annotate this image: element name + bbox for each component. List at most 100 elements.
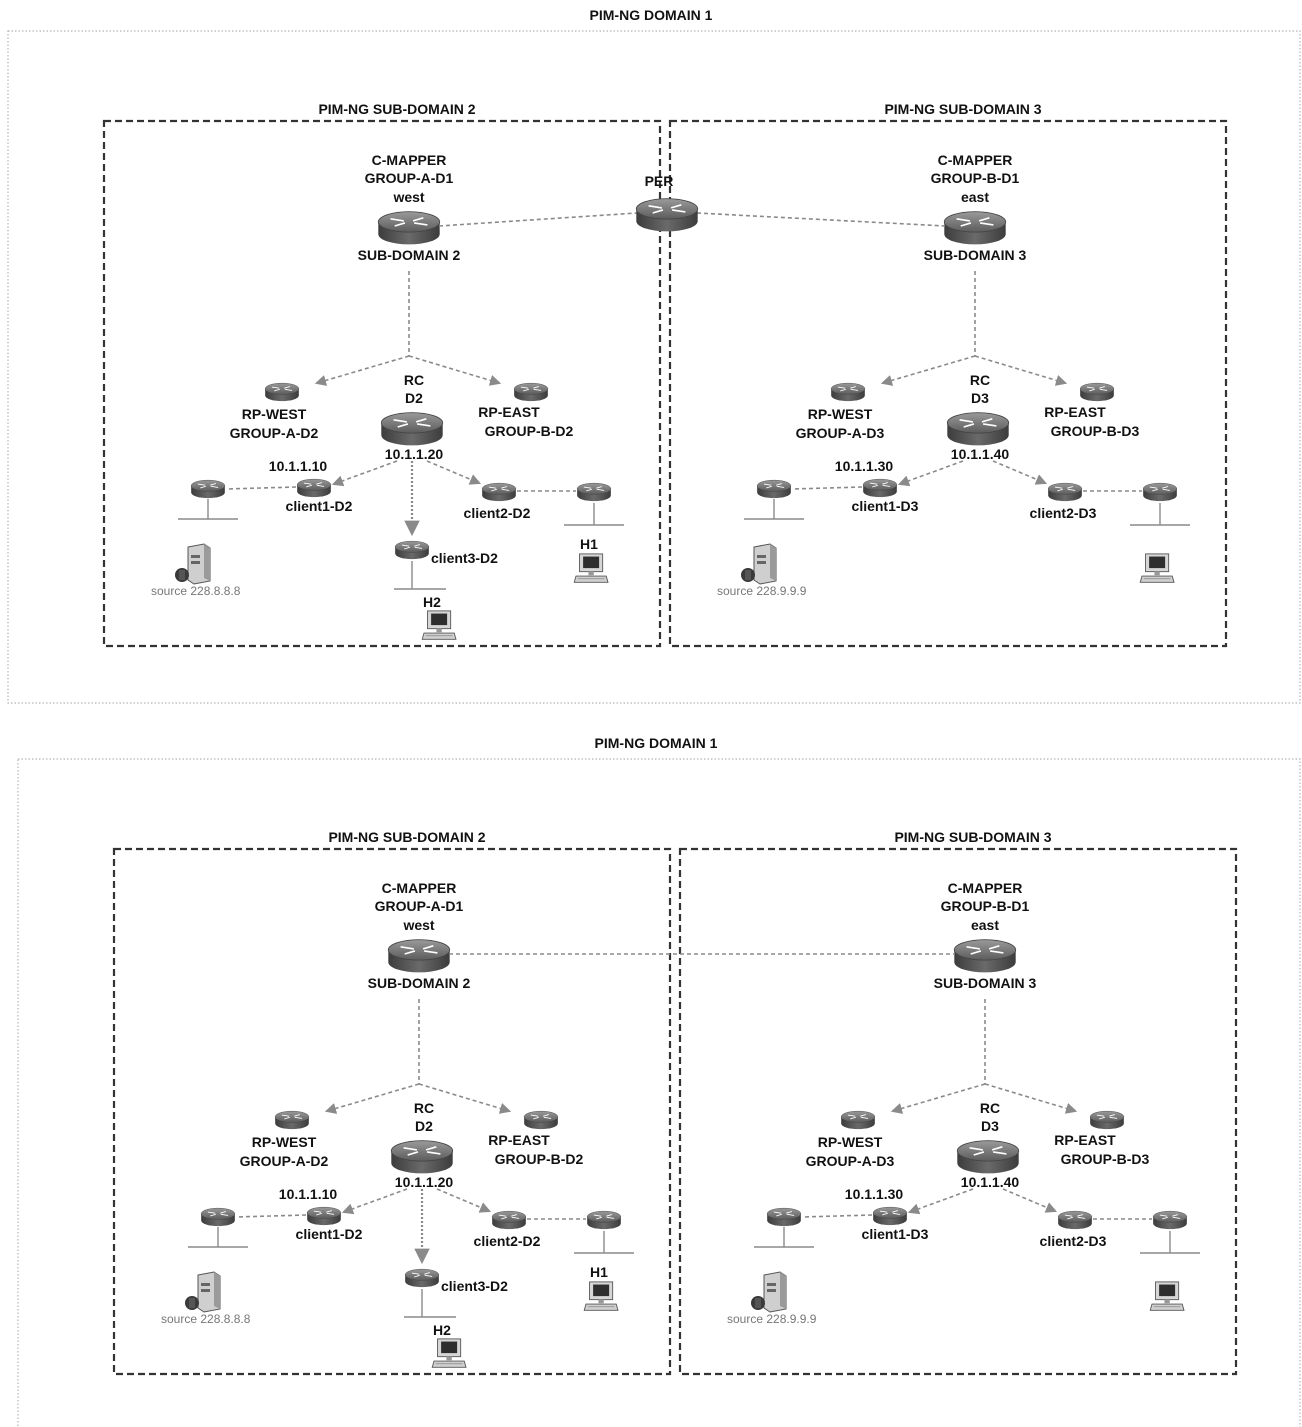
cmapper-router-icon: [387, 938, 451, 974]
subdomain-box: [102, 119, 662, 648]
source-gateway-router-icon: [200, 1207, 236, 1227]
source-gateway-router-icon: [756, 479, 792, 499]
cmapper-region-label: east: [961, 189, 989, 205]
rp-east-label: RP-EAST: [1044, 404, 1106, 420]
client1-link: [907, 1188, 974, 1215]
rc-label: RC: [404, 372, 424, 388]
rp-east-link: [408, 355, 502, 386]
client2-label: client2-D2: [464, 505, 531, 521]
client2-router-icon: [481, 482, 517, 502]
cmapper-group-label: GROUP-B-D1: [941, 898, 1030, 914]
client1-label: client1-D2: [296, 1226, 363, 1242]
cmapper-group-label: GROUP-B-D1: [931, 170, 1020, 186]
rp-east-group-label: GROUP-B-D2: [495, 1151, 584, 1167]
rp-east-link: [418, 1083, 512, 1114]
rc-router-icon: [956, 1139, 1020, 1175]
source-label: source 228.9.9.9: [717, 584, 807, 598]
source-label: source 228.9.9.9: [727, 1312, 817, 1326]
h2-computer-icon: [421, 610, 457, 640]
rc-ip-label: 10.1.1.20: [395, 1174, 454, 1190]
cmapper-per-link: [438, 212, 638, 227]
source-label: source 228.8.8.8: [151, 584, 241, 598]
h1-computer-icon: [583, 1281, 619, 1311]
per-label: PER: [645, 173, 674, 189]
rc-label: RC: [980, 1100, 1000, 1116]
client1-router-icon: [872, 1206, 908, 1226]
rp-east-label: RP-EAST: [478, 404, 540, 420]
rc-router-icon: [380, 411, 444, 447]
subdomain-title: PIM-NG SUB-DOMAIN 3: [884, 101, 1041, 117]
rc-domain-label: D2: [415, 1118, 433, 1134]
domain-title: PIM-NG DOMAIN 1: [590, 7, 713, 23]
client1-lan-link: [235, 1214, 307, 1218]
cmapper-subdomain-label: SUB-DOMAIN 3: [934, 975, 1037, 991]
client1-ip-label: 10.1.1.10: [269, 458, 328, 474]
rc-label: RC: [970, 372, 990, 388]
host-gateway-router-icon: [586, 1210, 622, 1230]
client1-ip-label: 10.1.1.30: [835, 458, 894, 474]
rp-east-label: RP-EAST: [1054, 1132, 1116, 1148]
source-server-icon: [184, 1271, 221, 1313]
h2-label: H2: [433, 1322, 451, 1338]
client2-label: client2-D3: [1030, 505, 1097, 521]
cmapper-router-icon: [953, 938, 1017, 974]
client3-router-icon: [394, 540, 430, 560]
rp-east-router-icon: [1089, 1110, 1125, 1130]
rp-east-label: RP-EAST: [488, 1132, 550, 1148]
rp-west-label: RP-WEST: [818, 1134, 883, 1150]
rc-domain-label: D3: [981, 1118, 999, 1134]
per-cmapper-link: [696, 212, 946, 227]
h1-label: H1: [580, 536, 598, 552]
cmapper-group-label: GROUP-A-D1: [375, 898, 464, 914]
rp-west-label: RP-WEST: [242, 406, 307, 422]
client2-link: [426, 460, 482, 485]
rp-east-router-icon: [523, 1110, 559, 1130]
domain-title: PIM-NG DOMAIN 1: [595, 735, 718, 751]
cmapper-subdomain-label: SUB-DOMAIN 2: [358, 247, 461, 263]
subdomain-box: [678, 847, 1238, 1376]
client1-ip-label: 10.1.1.30: [845, 1186, 904, 1202]
h1-label: H1: [590, 1264, 608, 1280]
rp-east-router-icon: [1079, 382, 1115, 402]
client1-lan-link: [225, 486, 297, 490]
subdomain-title: PIM-NG SUB-DOMAIN 3: [894, 829, 1051, 845]
subdomain-title: PIM-NG SUB-DOMAIN 2: [328, 829, 485, 845]
client3-label: client3-D2: [441, 1278, 508, 1294]
rp-west-link: [324, 1083, 420, 1114]
client1-label: client1-D3: [862, 1226, 929, 1242]
client1-router-icon: [296, 478, 332, 498]
rc-domain-label: D2: [405, 390, 423, 406]
client3-label: client3-D2: [431, 550, 498, 566]
client1-label: client1-D3: [852, 498, 919, 514]
client1-router-icon: [306, 1206, 342, 1226]
h1-computer-icon: [1139, 553, 1175, 583]
rp-west-group-label: GROUP-A-D2: [240, 1153, 329, 1169]
rc-ip-label: 10.1.1.40: [951, 446, 1010, 462]
source-label: source 228.8.8.8: [161, 1312, 251, 1326]
client1-router-icon: [862, 478, 898, 498]
client2-label: client2-D3: [1040, 1233, 1107, 1249]
cmapper-label: C-MAPPER: [938, 152, 1013, 168]
subdomain-box: [112, 847, 672, 1376]
client1-lan-link: [801, 1214, 873, 1218]
client2-link: [1002, 1188, 1058, 1213]
source-server-icon: [174, 543, 211, 585]
cmapper-subdomain-label: SUB-DOMAIN 3: [924, 247, 1027, 263]
rp-west-router-icon: [830, 382, 866, 402]
client2-link: [436, 1188, 492, 1213]
rc-router-icon: [946, 411, 1010, 447]
cmapper-region-label: west: [402, 917, 434, 933]
rp-east-router-icon: [513, 382, 549, 402]
per-router-icon: [635, 197, 699, 233]
rp-west-link: [880, 355, 976, 386]
rp-east-link: [974, 355, 1068, 386]
h2-computer-icon: [431, 1338, 467, 1368]
subdomain-box: [668, 119, 1228, 648]
source-server-icon: [740, 543, 777, 585]
cmapper-router-icon: [377, 210, 441, 246]
client3-router-icon: [404, 1268, 440, 1288]
client1-link: [341, 1188, 408, 1215]
rc-domain-label: D3: [971, 390, 989, 406]
host-gateway-router-icon: [1142, 482, 1178, 502]
